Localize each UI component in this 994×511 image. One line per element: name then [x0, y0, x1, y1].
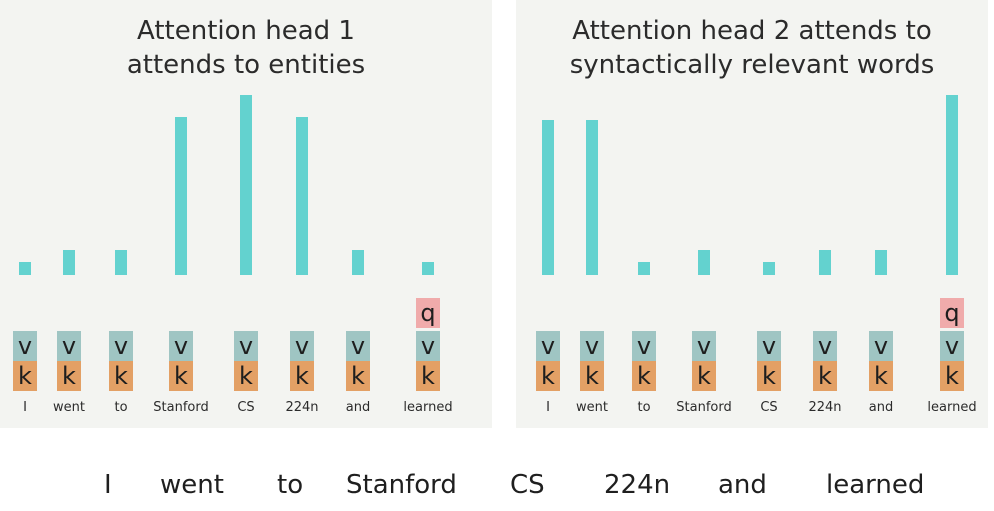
sentence-word-went: went: [160, 470, 224, 500]
attention-bar-224n: [296, 117, 308, 275]
attention-bar-learned: [422, 262, 434, 275]
value-box-cs: v: [757, 331, 781, 361]
value-box-to: v: [632, 331, 656, 361]
panel-1-title: Attention head 1 attends to entities: [0, 14, 492, 82]
sentence-word-learned: learned: [826, 470, 925, 500]
value-box-stanford: v: [692, 331, 716, 361]
key-box-went: k: [57, 361, 81, 391]
attention-bar-224n: [819, 250, 831, 275]
key-box-224n: k: [813, 361, 837, 391]
value-box-224n: v: [813, 331, 837, 361]
value-box-to: v: [109, 331, 133, 361]
attention-bar-cs: [763, 262, 775, 275]
value-box-cs: v: [234, 331, 258, 361]
value-box-went: v: [580, 331, 604, 361]
key-box-learned: k: [940, 361, 964, 391]
key-box-went: k: [580, 361, 604, 391]
token-label-and: and: [345, 400, 371, 415]
token-label-i: I: [546, 400, 550, 415]
token-label-i: I: [23, 400, 27, 415]
token-label-and: and: [868, 400, 894, 415]
key-box-i: k: [536, 361, 560, 391]
attention-bar-stanford: [175, 117, 187, 275]
attention-bar-and: [875, 250, 887, 275]
attention-bar-i: [542, 120, 554, 275]
panel-2-title-line-1: Attention head 2 attends to: [572, 16, 932, 46]
token-label-stanford: Stanford: [676, 400, 732, 415]
panel-1-title-line-1: Attention head 1: [137, 16, 355, 46]
token-label-went: went: [576, 400, 608, 415]
query-box-learned: q: [416, 298, 440, 328]
query-box-learned: q: [940, 298, 964, 328]
token-label-cs: CS: [760, 400, 778, 415]
key-box-i: k: [13, 361, 37, 391]
value-box-learned: v: [416, 331, 440, 361]
sentence-word-to: to: [277, 470, 304, 500]
key-box-to: k: [109, 361, 133, 391]
sentence-word-and: and: [718, 470, 767, 500]
key-box-stanford: k: [692, 361, 716, 391]
attention-bar-to: [638, 262, 650, 275]
sentence-word-224n: 224n: [604, 470, 671, 500]
panel-2-title-line-2: syntactically relevant words: [569, 50, 935, 80]
token-label-to: to: [114, 400, 128, 415]
token-label-224n: 224n: [285, 400, 319, 415]
key-box-learned: k: [416, 361, 440, 391]
value-box-went: v: [57, 331, 81, 361]
value-box-224n: v: [290, 331, 314, 361]
key-box-224n: k: [290, 361, 314, 391]
key-box-to: k: [632, 361, 656, 391]
value-box-and: v: [346, 331, 370, 361]
value-box-i: v: [13, 331, 37, 361]
key-box-and: k: [346, 361, 370, 391]
value-box-stanford: v: [169, 331, 193, 361]
attention-head-2-panel: Attention head 2 attends to syntacticall…: [516, 0, 988, 428]
attention-bar-to: [115, 250, 127, 275]
attention-bar-went: [63, 250, 75, 275]
attention-bar-and: [352, 250, 364, 275]
token-label-went: went: [53, 400, 85, 415]
panel-2-title: Attention head 2 attends to syntacticall…: [516, 14, 988, 82]
panel-1-title-line-2: attends to entities: [126, 50, 366, 80]
token-label-learned: learned: [403, 400, 453, 415]
token-label-learned: learned: [927, 400, 977, 415]
key-box-cs: k: [757, 361, 781, 391]
sentence-word-stanford: Stanford: [346, 470, 457, 500]
key-box-stanford: k: [169, 361, 193, 391]
value-box-and: v: [869, 331, 893, 361]
value-box-i: v: [536, 331, 560, 361]
key-box-and: k: [869, 361, 893, 391]
value-box-learned: v: [940, 331, 964, 361]
attention-bar-stanford: [698, 250, 710, 275]
token-label-to: to: [637, 400, 651, 415]
attention-bar-i: [19, 262, 31, 275]
token-label-stanford: Stanford: [153, 400, 209, 415]
token-label-224n: 224n: [808, 400, 842, 415]
attention-bar-cs: [240, 95, 252, 275]
token-label-cs: CS: [237, 400, 255, 415]
attention-bar-learned: [946, 95, 958, 275]
key-box-cs: k: [234, 361, 258, 391]
sentence-word-i: I: [104, 470, 112, 500]
attention-bar-went: [586, 120, 598, 275]
sentence-word-cs: CS: [510, 470, 545, 500]
